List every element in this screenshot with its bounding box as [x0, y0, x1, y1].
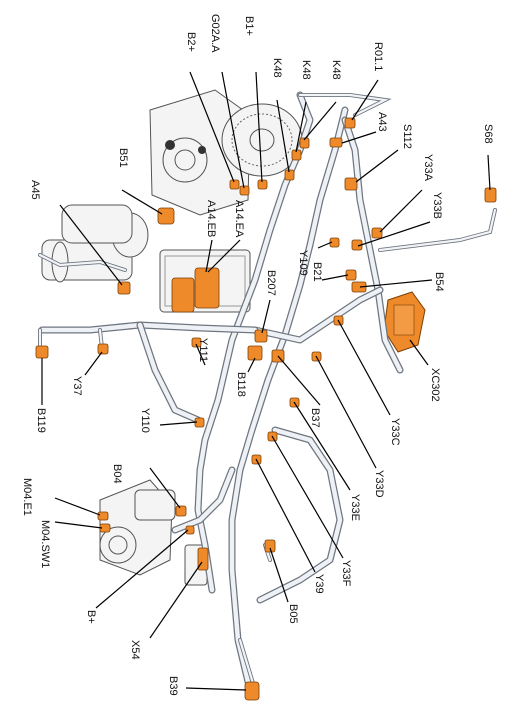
connector-b05	[264, 539, 276, 553]
label-g02a-a: G02A.A	[209, 14, 221, 53]
connector-b39	[244, 681, 260, 701]
connector-b1	[257, 179, 268, 190]
connector-b51	[157, 207, 175, 225]
label-x54: X54	[129, 640, 141, 660]
connector-s112	[344, 177, 358, 191]
label-y39: Y39	[313, 574, 325, 594]
label-b51: B51	[117, 148, 129, 168]
connector-b2	[229, 179, 240, 190]
label-y33d: Y33D	[373, 470, 385, 498]
label-a14-ea: A14.EA	[233, 200, 245, 238]
label-s112: S112	[401, 124, 413, 149]
connector-k48-a	[284, 169, 295, 181]
label-y37: Y37	[71, 376, 83, 396]
connector-y33a	[371, 227, 383, 239]
connector-a45	[117, 281, 131, 295]
label-k48-a: K48	[271, 58, 283, 78]
label-a14-eb: A14.EB	[205, 200, 217, 237]
label-k48-c: K48	[330, 60, 342, 80]
connector-s68	[484, 187, 497, 203]
label-b39: B39	[167, 676, 179, 696]
xc302-module	[383, 291, 426, 353]
compressor-bottom	[99, 479, 176, 576]
connector-y37	[97, 343, 109, 355]
connector-b-plus	[185, 525, 195, 535]
label-r01-1: R01.1	[372, 42, 384, 71]
leader-lines	[41, 71, 491, 691]
label-y33b: Y33B	[431, 192, 443, 219]
label-a45: A45	[29, 180, 41, 200]
alternator	[221, 103, 303, 177]
label-b05: B05	[287, 604, 299, 624]
connector-b207	[254, 329, 268, 343]
label-y33a: Y33A	[422, 154, 434, 182]
label-b37: B37	[309, 408, 321, 428]
label-b54: B54	[433, 272, 445, 292]
starter-motor-top	[41, 204, 149, 283]
main-harness	[38, 91, 404, 694]
label-b-plus: B+	[85, 610, 97, 624]
label-b207: B207	[265, 270, 277, 296]
label-m04-e1: M04.E1	[21, 478, 33, 516]
label-a43: A43	[376, 112, 388, 132]
label-b21: B21	[311, 262, 323, 282]
connector-a14-eb	[171, 277, 195, 313]
label-y33f: Y33F	[340, 560, 352, 587]
label-k48-b: K48	[300, 60, 312, 80]
label-y33e: Y33E	[349, 494, 361, 521]
connector-a43	[329, 137, 343, 148]
compressor-top	[149, 89, 251, 216]
label-y33c: Y33C	[389, 418, 401, 446]
connector-m04-e1	[97, 511, 109, 521]
label-b118: B118	[235, 372, 247, 397]
label-m04-sw1: M04.SW1	[39, 520, 51, 568]
label-b2-plus: B2+	[185, 32, 197, 52]
labels: B2+ G02A.A B1+ K48 K48 K48 R01.1 S68 A43…	[21, 14, 494, 696]
label-b04: B04	[111, 464, 123, 484]
connector-y111	[191, 337, 202, 348]
label-y111: Y111	[197, 338, 209, 362]
connector-g02a-a	[239, 185, 250, 196]
label-y110: Y110	[139, 408, 151, 433]
connector-b119	[35, 345, 49, 359]
connector-r01-1	[344, 117, 356, 129]
connector-b118	[247, 345, 263, 361]
label-y109: Y109	[297, 250, 309, 276]
connector-k48-c	[299, 137, 310, 149]
connector-b04	[175, 505, 187, 517]
connector-a14-ea	[194, 267, 220, 309]
label-b119: B119	[35, 408, 47, 433]
label-s68: S68	[482, 124, 494, 144]
label-xc302: XC302	[429, 368, 441, 402]
label-b1-plus: B1+	[243, 16, 255, 36]
